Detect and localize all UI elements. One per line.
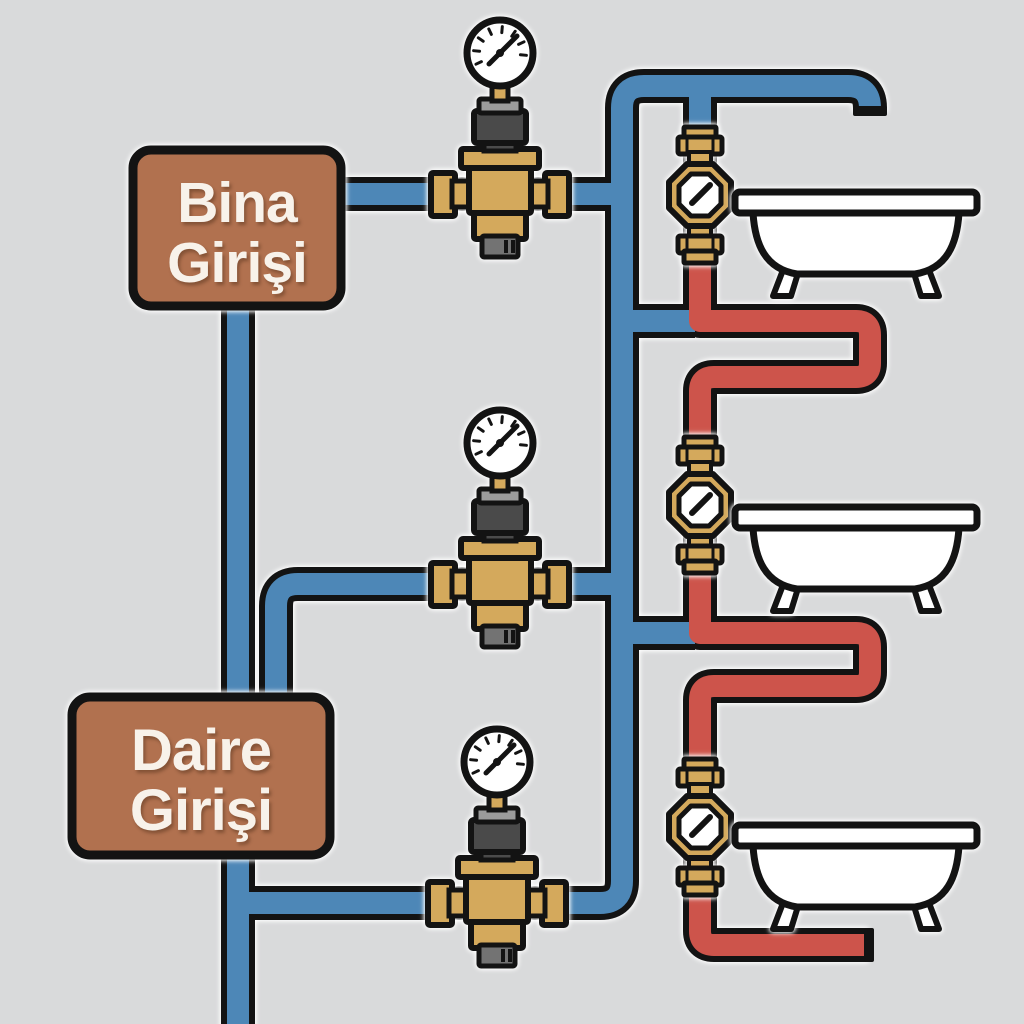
building-entrance-line2: Girişi — [167, 231, 307, 295]
building-entrance-box — [128, 145, 346, 311]
apartment-entrance-line2: Girişi — [130, 778, 272, 843]
water-meter-1 — [669, 127, 731, 263]
building-entrance-line1: Bina — [177, 171, 299, 235]
apartment-entrance-box — [67, 692, 335, 860]
building-entrance-label: Bina Girişi — [128, 145, 346, 311]
apartment-entrance-line1: Daire — [131, 718, 271, 783]
pipe-end-cap-top — [853, 106, 887, 116]
water-meter-3 — [669, 759, 731, 895]
pipe-end-cap-bottom — [864, 928, 874, 962]
water-meter-2 — [669, 437, 731, 573]
apartment-entrance-label: Daire Girişi — [67, 692, 335, 860]
